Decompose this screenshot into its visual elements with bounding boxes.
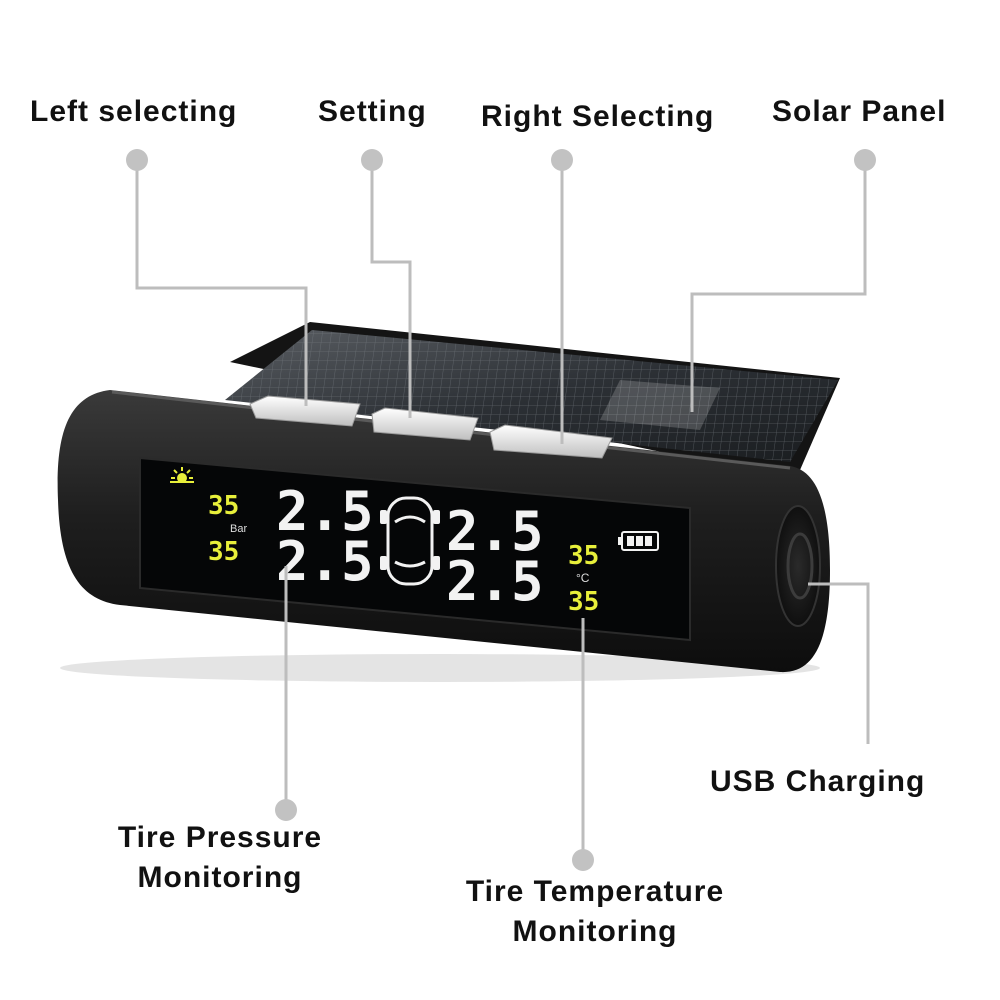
label-solar-panel: Solar Panel: [772, 95, 947, 128]
callout-line-setting: [370, 160, 412, 418]
temp-front-right: 35: [568, 541, 599, 571]
solar-panel-glare: [600, 380, 720, 430]
pressure-front-left: 2.5: [276, 480, 374, 543]
label-right-selecting: Right Selecting: [481, 100, 715, 133]
temp-rear-left: 35: [208, 537, 239, 567]
right-selecting-button[interactable]: [489, 424, 613, 459]
callout-dot-left-selecting: [126, 149, 148, 171]
temp-rear-right: 35: [568, 587, 599, 617]
lcd-screen: [139, 456, 691, 642]
pressure-rear-left: 2.5: [276, 530, 374, 593]
callout-lines: [135, 160, 870, 858]
callout-dot-solar-panel: [854, 149, 876, 171]
callout-line-usb-charging: [808, 582, 870, 744]
pressure-rear-right: 2.5: [446, 550, 544, 613]
callout-line-solar-panel: [690, 160, 867, 412]
callout-dot-right-selecting: [551, 149, 573, 171]
label-tire-pressure-line1: Tire Pressure: [117, 821, 323, 854]
sun-icon: [170, 467, 194, 483]
label-left-selecting: Left selecting: [30, 95, 238, 128]
car-top-view-icon: [380, 496, 440, 586]
label-tire-pressure: Tire Pressure Monitoring: [100, 818, 340, 898]
solar-panel-cells: [225, 330, 838, 462]
callout-line-left-selecting: [135, 160, 308, 406]
callout-dot-tire-pressure: [275, 799, 297, 821]
label-tire-pressure-line2: Monitoring: [137, 861, 303, 894]
temp-front-left: 35: [208, 491, 239, 521]
temp-unit-label: °C: [576, 571, 590, 585]
pressure-front-right: 2.5: [446, 500, 544, 563]
label-usb-charging: USB Charging: [710, 765, 926, 798]
setting-button[interactable]: [371, 407, 479, 441]
callout-dot-tire-temperature: [572, 849, 594, 871]
usb-port-endcap: [775, 505, 821, 627]
callout-dots: [126, 149, 876, 871]
pressure-unit-label: Bar: [230, 523, 247, 535]
usb-port-ring: [786, 532, 814, 600]
label-setting: Setting: [318, 95, 427, 128]
battery-icon: [618, 531, 659, 551]
device-shadow: [60, 654, 820, 682]
label-tire-temperature-line2: Monitoring: [512, 915, 678, 948]
label-tire-temperature-line1: Tire Temperature: [465, 875, 725, 908]
callout-dot-setting: [361, 149, 383, 171]
left-selecting-button[interactable]: [249, 395, 361, 427]
label-tire-temperature: Tire Temperature Monitoring: [445, 872, 745, 952]
